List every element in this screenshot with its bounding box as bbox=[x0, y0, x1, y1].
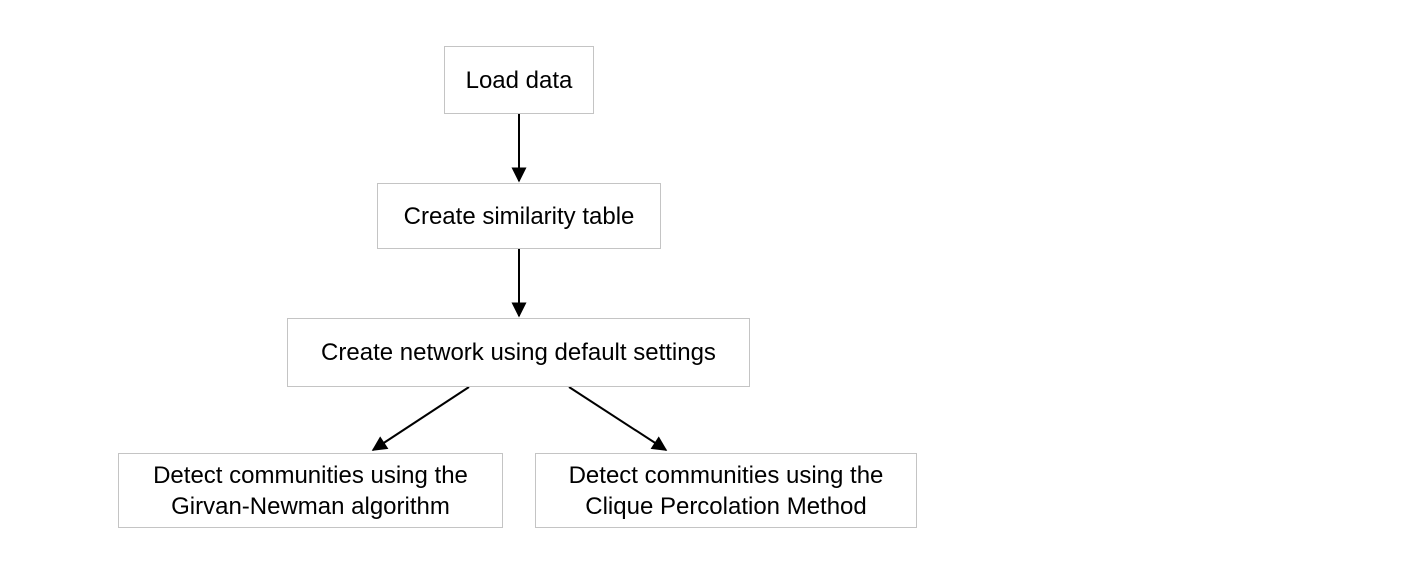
node-detect-clique-percolation: Detect communities using the Clique Perc… bbox=[535, 453, 917, 528]
node-detect-girvan-newman-label: Detect communities using the Girvan-Newm… bbox=[153, 461, 468, 520]
node-detect-clique-percolation-label: Detect communities using the Clique Perc… bbox=[568, 461, 884, 520]
node-load-data: Load data bbox=[444, 46, 594, 114]
node-create-network: Create network using default settings bbox=[287, 318, 750, 387]
edge-create-network-to-girvan-newman bbox=[371, 386, 470, 451]
edge-create-network-to-clique-percolation bbox=[568, 386, 668, 451]
node-create-similarity-table: Create similarity table bbox=[377, 183, 661, 249]
node-create-similarity-table-label: Create similarity table bbox=[403, 202, 635, 230]
node-detect-girvan-newman: Detect communities using the Girvan-Newm… bbox=[118, 453, 503, 528]
node-create-network-label: Create network using default settings bbox=[321, 339, 716, 366]
node-load-data-label: Load data bbox=[465, 66, 573, 94]
